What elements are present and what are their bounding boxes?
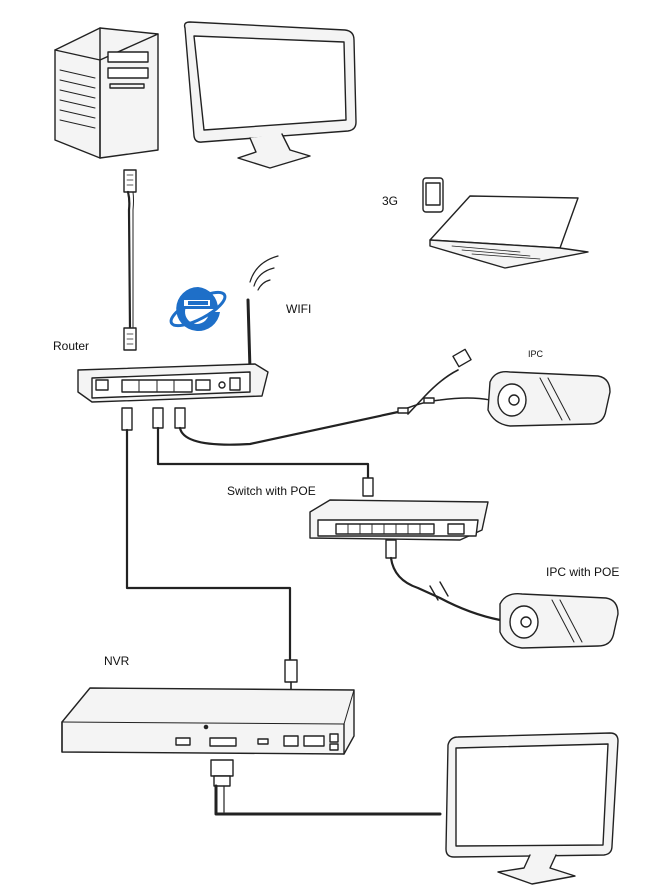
- desktop-monitor: [183, 21, 357, 169]
- output-monitor: [445, 732, 619, 885]
- mobile-phone: [422, 177, 444, 213]
- pc-router-cable: [123, 169, 137, 351]
- switch-ipcpoe-cable: [385, 539, 502, 622]
- wifi-waves-icon: [249, 255, 279, 291]
- ipc-label: IPC: [528, 349, 544, 359]
- 3g-label: 3G: [382, 194, 399, 208]
- nvr-device: [61, 687, 355, 755]
- nvr-label: NVR: [104, 654, 130, 668]
- router-label: Router: [53, 339, 90, 353]
- nvr-monitor-vga-cable: [210, 759, 442, 816]
- switch-label: Switch with POE: [227, 484, 316, 498]
- ipc-poe-camera: [499, 593, 619, 649]
- laptop: [429, 195, 589, 269]
- ipc-poe-label: IPC with POE: [546, 565, 620, 579]
- router-switch-cable: [152, 407, 374, 497]
- internet-explorer-icon: [169, 287, 227, 331]
- pc-tower: [54, 27, 159, 159]
- wifi-label: WIFI: [286, 302, 312, 316]
- router-ipc-cable: [174, 348, 491, 446]
- poe-switch-device: [309, 499, 489, 541]
- ipc-camera: [487, 371, 611, 427]
- router-device: [77, 298, 269, 403]
